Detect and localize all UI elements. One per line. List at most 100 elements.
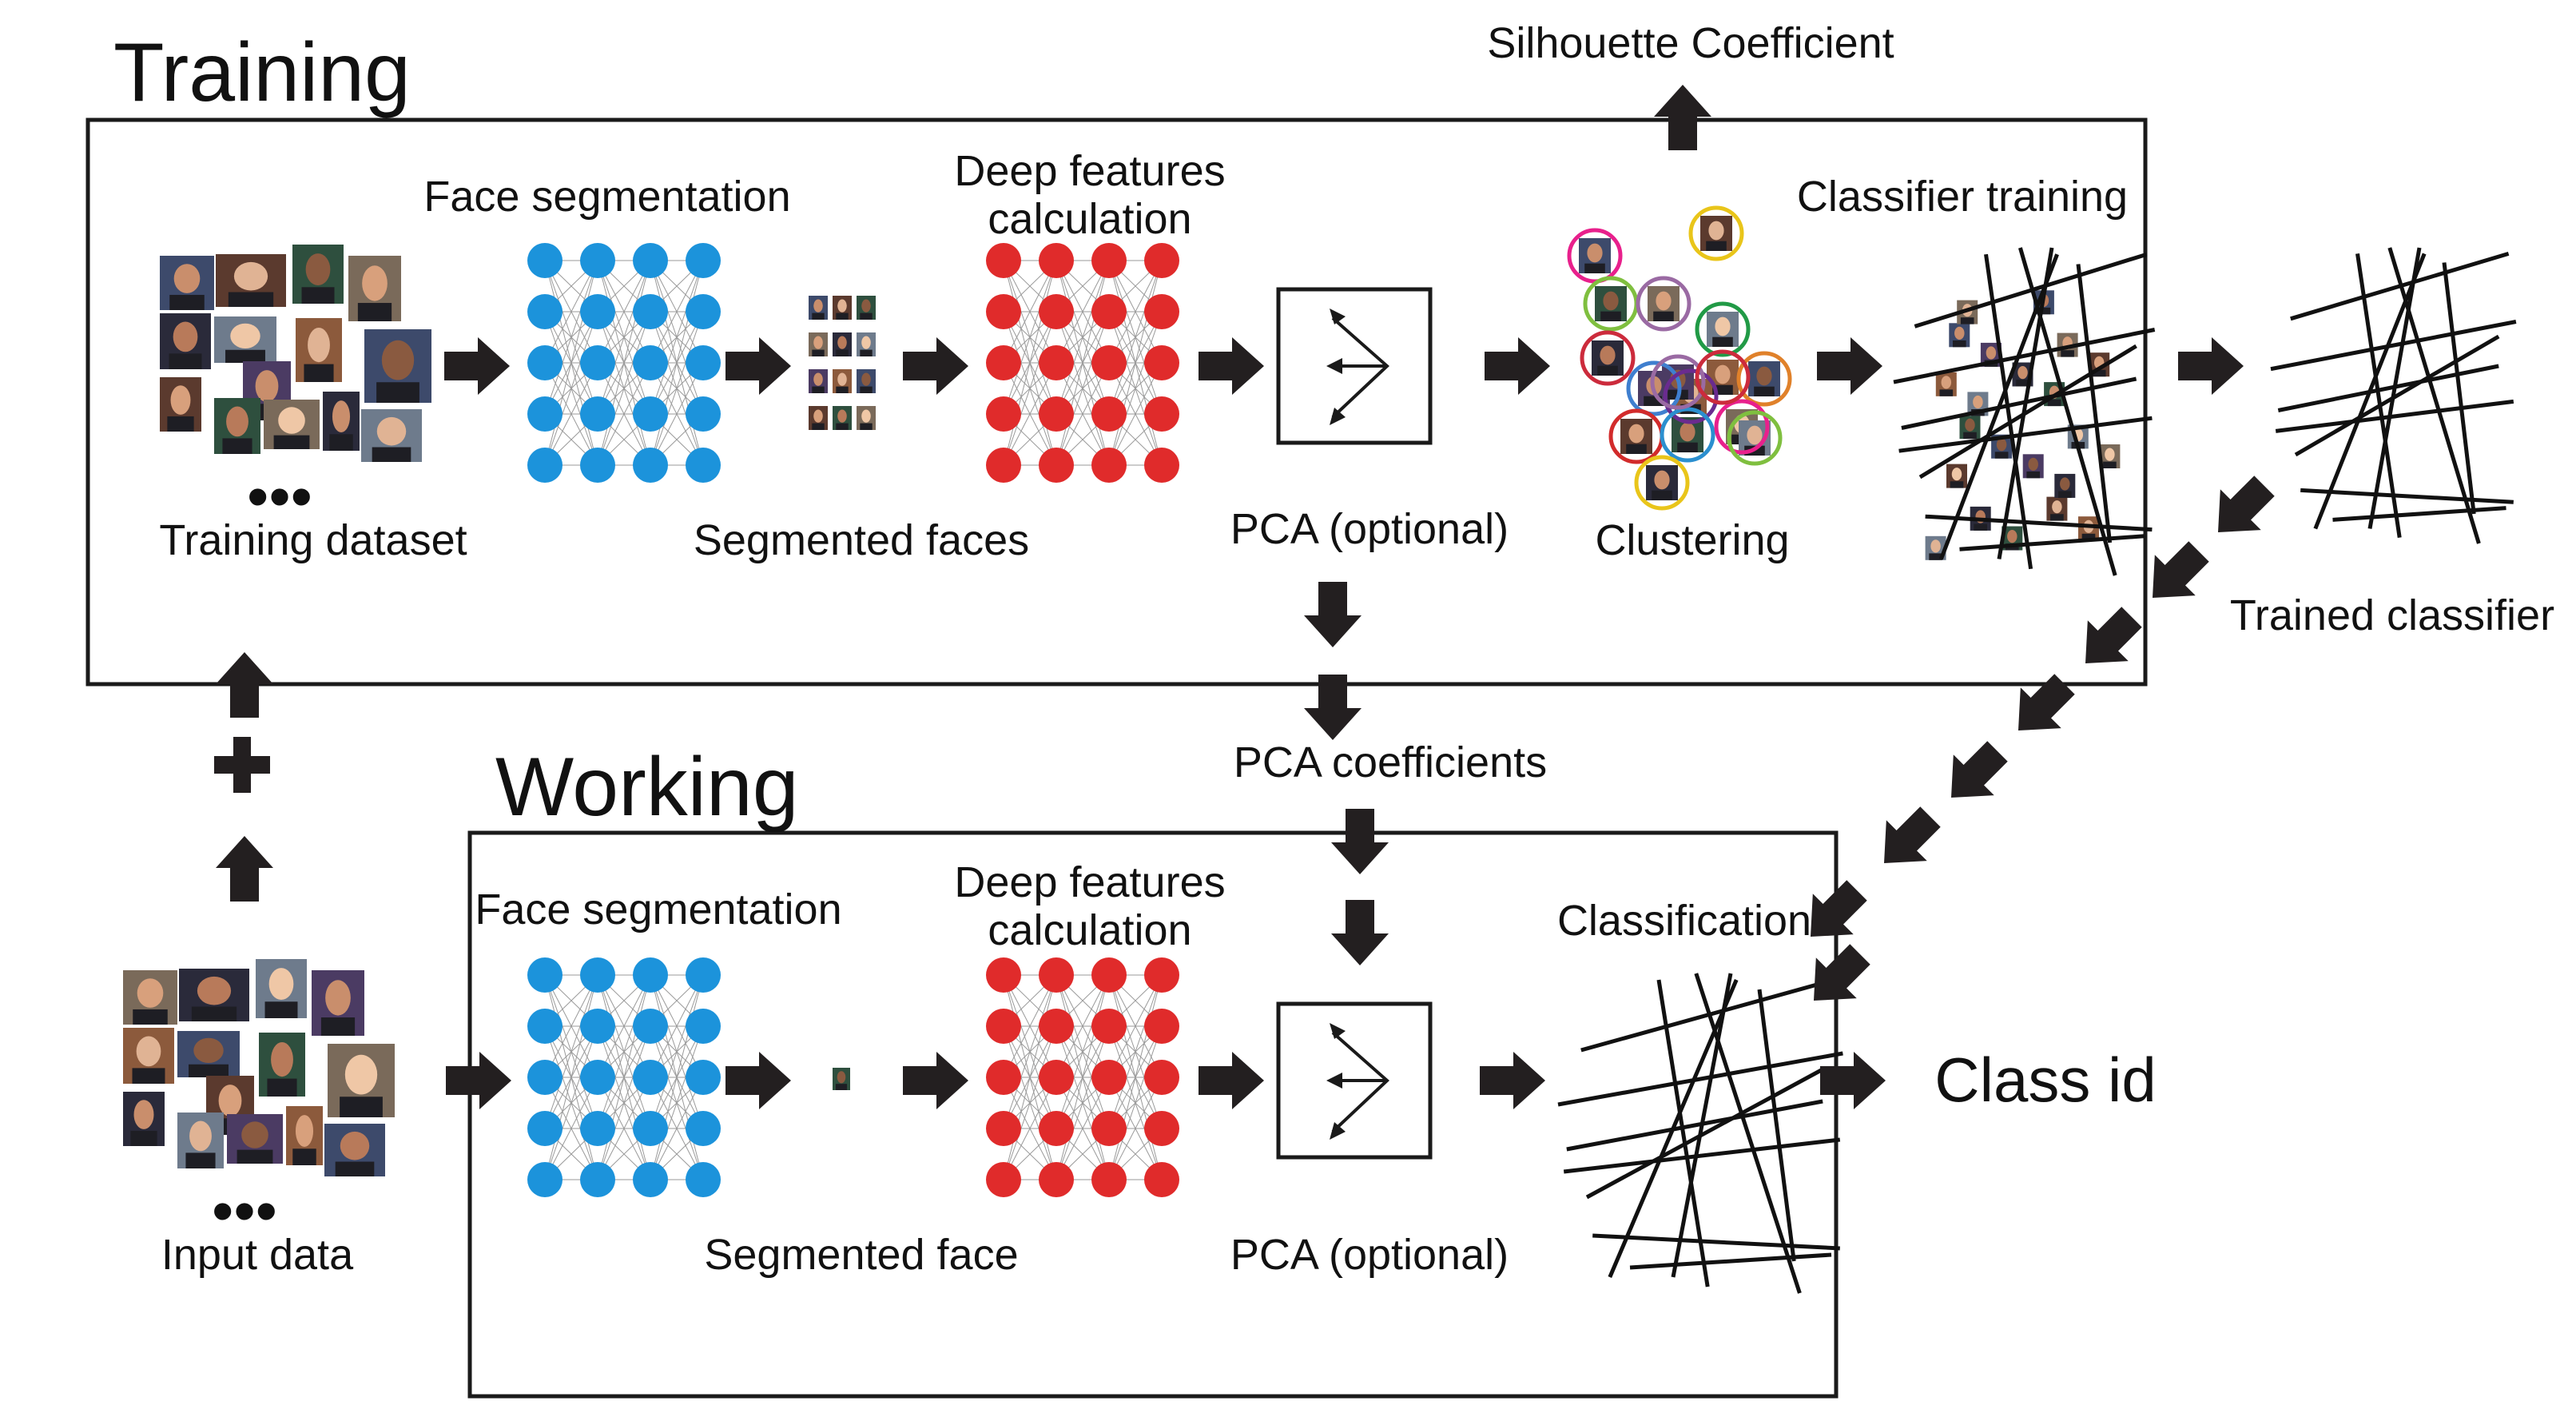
face-photo-head (861, 372, 871, 386)
arrow-right (1817, 337, 1882, 395)
face-photo-head (1954, 326, 1965, 340)
face-photo-body (335, 1161, 375, 1176)
arrow-diagonal (1998, 663, 2085, 751)
network-connection (597, 260, 651, 466)
face-photo-head (1656, 291, 1672, 311)
network-connection (597, 260, 651, 415)
trained-classifier-plot (2270, 247, 2517, 544)
network-node (1144, 1111, 1179, 1146)
network-connection (1003, 260, 1057, 415)
arrow-right (725, 1052, 791, 1109)
face-photo-head (1654, 470, 1670, 490)
cluster-ring (1695, 349, 1751, 405)
face-photo-head (1708, 221, 1724, 241)
network-node (686, 1060, 721, 1095)
network-node (633, 1162, 668, 1197)
network-connection (650, 1025, 704, 1180)
face-photo-icon (123, 970, 177, 1025)
network-connection (1055, 974, 1110, 1078)
face-photo-body (304, 364, 334, 382)
network-node (633, 1009, 668, 1044)
network-node (986, 396, 1021, 432)
face-photo-icon (809, 332, 828, 356)
network-connection (650, 974, 704, 1078)
hyperplane-line (1557, 1051, 1843, 1107)
cluster-circle (1714, 399, 1770, 455)
network-node (1091, 957, 1127, 993)
network-connection (597, 974, 651, 1180)
cluster-circle (1626, 360, 1682, 416)
arrow-right (2178, 337, 2244, 395)
network-connection (1055, 974, 1110, 1180)
face-photo-body (185, 1152, 216, 1168)
face-photo-body (1952, 340, 1966, 348)
cluster-circle (1695, 349, 1751, 405)
face-photo-body (2037, 307, 2051, 315)
network-connection (597, 1025, 651, 1180)
face-photo-icon (1959, 415, 1981, 440)
face-photo-body (273, 435, 310, 449)
network-connection (597, 362, 651, 466)
network-node (986, 243, 1021, 278)
cluster-circle (1636, 276, 1691, 332)
network-node (633, 396, 668, 432)
face-photo-head (837, 409, 847, 423)
face-photo-icon (857, 332, 876, 356)
face-photo-icon (292, 245, 344, 304)
network-connection (1003, 974, 1057, 1078)
face-photo-body (376, 382, 419, 403)
working-panel (467, 830, 1839, 1399)
silhouette-label: Silhouette Coefficient (1487, 19, 1894, 67)
classification-label: Classification (1557, 897, 1811, 945)
network-node (580, 1009, 615, 1044)
cluster-circle (1580, 330, 1636, 386)
face-photo-body (1677, 442, 1698, 452)
hyperplane-line (1959, 534, 2145, 551)
network-node (580, 1060, 615, 1095)
network-node (1091, 345, 1127, 380)
face-photo-head (133, 1100, 154, 1129)
face-photo-body (320, 1017, 356, 1036)
network-connection (544, 362, 598, 466)
face-photo-head (861, 299, 871, 312)
face-photo-head (332, 400, 351, 433)
face-photo-icon (227, 1114, 283, 1164)
face-photo-head (2060, 477, 2070, 491)
network-node (633, 294, 668, 329)
face-photo-body (812, 349, 825, 356)
input-ellipsis: ••• (212, 1176, 277, 1246)
face-photo-body (329, 434, 353, 451)
network-connection (650, 974, 704, 1129)
deep-features-label: Deep features (954, 147, 1225, 195)
face-photo-body (2057, 491, 2072, 498)
network-node (1144, 345, 1179, 380)
face-photo-head (1756, 366, 1772, 386)
face-photo-body (1626, 444, 1647, 454)
hyperplane-line (1757, 989, 1796, 1262)
face-photo-head (1973, 395, 1983, 409)
network-node (580, 345, 615, 380)
network-connection (1055, 260, 1110, 415)
face-photo-icon (2099, 444, 2121, 468)
face-photo-body (169, 353, 202, 369)
network-connection (1055, 260, 1110, 364)
network-node (986, 345, 1021, 380)
hyperplane-line (1656, 979, 1710, 1288)
arrow-right (1480, 1052, 1545, 1109)
network-node (986, 1060, 1021, 1095)
network-node (686, 1111, 721, 1146)
face-photo-body (132, 1068, 165, 1084)
face-photo-head (1747, 425, 1763, 445)
network-node (1091, 1009, 1127, 1044)
cluster-ring (1695, 301, 1751, 357)
network-connection (597, 1077, 651, 1180)
deep-features-network-working (986, 957, 1179, 1197)
segmented-face-label: Segmented face (704, 1231, 1018, 1279)
face-photo-head (837, 1071, 846, 1084)
cluster-ring (1634, 455, 1690, 511)
network-connection (1108, 362, 1163, 466)
face-photo-head (813, 372, 823, 386)
face-photo-body (2081, 533, 2096, 541)
network-connection (1055, 1025, 1110, 1180)
arrow-diagonal (2065, 596, 2153, 684)
